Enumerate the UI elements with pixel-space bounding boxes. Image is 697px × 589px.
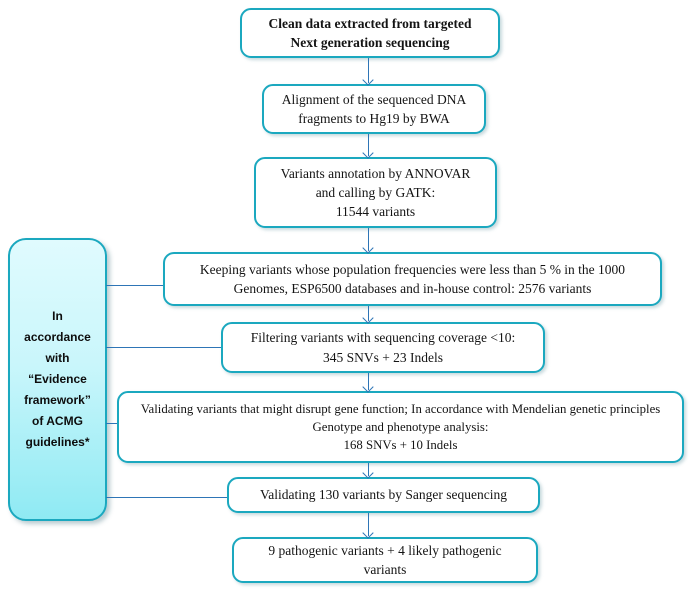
flow-node-clean-data: Clean data extracted from targeted Next …	[240, 8, 500, 58]
note-line: accordance	[24, 330, 91, 344]
node-text-line: Validating variants that might disrupt g…	[140, 401, 661, 416]
node-text-line: Alignment of the sequenced DNA	[281, 91, 467, 107]
node-text-line: 168 SNVs + 10 Indels	[343, 438, 458, 453]
down-arrow-icon	[368, 463, 369, 476]
note-line: with	[45, 351, 70, 365]
flow-node-alignment: Alignment of the sequenced DNA fragments…	[262, 84, 486, 134]
node-text-line: Filtering variants with sequencing cover…	[250, 330, 516, 346]
node-text-line: Clean data extracted from targeted	[268, 15, 472, 31]
down-arrow-icon	[368, 306, 369, 321]
node-text-line: Variants annotation by ANNOVAR	[280, 165, 471, 181]
flow-node-result: 9 pathogenic variants + 4 likely pathoge…	[232, 537, 538, 583]
node-text-line: fragments to Hg19 by BWA	[298, 111, 450, 126]
node-text-line: Validating 130 variants by Sanger sequen…	[259, 487, 508, 503]
flow-node-sanger-validation: Validating 130 variants by Sanger sequen…	[227, 477, 540, 513]
node-text-line: and calling by GATK:	[315, 184, 436, 200]
node-text-line: 345 SNVs + 23 Indels	[322, 349, 444, 365]
down-arrow-icon	[368, 373, 369, 390]
down-arrow-icon	[368, 228, 369, 251]
node-text-line: Next generation sequencing	[290, 35, 450, 50]
flow-node-annotation: Variants annotation by ANNOVAR and calli…	[254, 157, 497, 228]
down-arrow-icon	[368, 58, 369, 83]
note-line: framework”	[24, 393, 91, 407]
note-line: In	[52, 309, 63, 323]
down-arrow-icon	[368, 513, 369, 536]
node-text-line: Keeping variants whose population freque…	[199, 261, 626, 277]
note-connector-line	[106, 497, 227, 498]
flow-node-gene-function-validation: Validating variants that might disrupt g…	[117, 391, 684, 463]
node-text-line: Genotype and phenotype analysis:	[312, 419, 489, 434]
note-line: “Evidence	[28, 372, 87, 386]
flow-node-coverage-filter: Filtering variants with sequencing cover…	[221, 322, 545, 373]
node-text-line: variants	[363, 562, 407, 577]
note-line: guidelines*	[25, 435, 90, 449]
node-text-line: Genomes, ESP6500 databases and in-house …	[233, 281, 592, 296]
note-connector-line	[106, 423, 117, 424]
acmg-guidelines-note: In accordance with “Evidence framework” …	[8, 238, 107, 521]
note-connector-line	[106, 285, 163, 286]
down-arrow-icon	[368, 134, 369, 156]
node-text-line: 11544 variants	[335, 204, 416, 220]
note-connector-line	[106, 347, 221, 348]
node-text-line: 9 pathogenic variants + 4 likely pathoge…	[268, 542, 502, 558]
flow-node-population-frequency-filter: Keeping variants whose population freque…	[163, 252, 662, 306]
note-line: of ACMG	[32, 414, 83, 428]
